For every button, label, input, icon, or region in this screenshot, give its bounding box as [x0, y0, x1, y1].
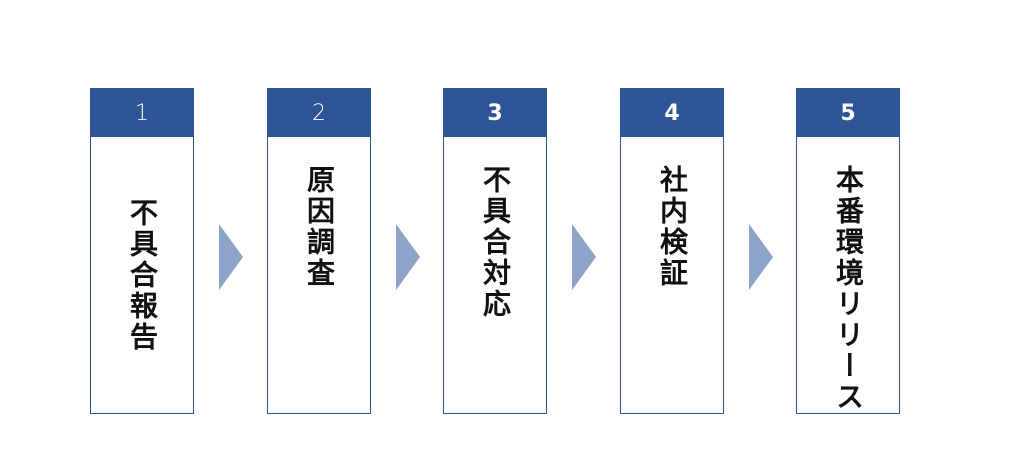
step-2-box: 2 原因調査	[267, 88, 371, 414]
step-5-box: 5 本番環境リリース	[796, 88, 900, 414]
step-1-label: 不具合報告	[126, 197, 159, 353]
step-4-number: 4	[621, 89, 723, 137]
step-5-label: 本番環境リリース	[832, 165, 865, 413]
step-2-body: 原因調査	[268, 137, 370, 413]
step-3-body: 不具合対応	[444, 137, 546, 413]
step-4-box: 4 社内検証	[620, 88, 724, 414]
step-4-body: 社内検証	[621, 137, 723, 413]
step-1-number: 1	[91, 89, 193, 137]
step-4-label: 社内検証	[656, 165, 689, 289]
chevron-right-icon	[219, 224, 243, 290]
step-2-label: 原因調査	[303, 165, 336, 289]
step-3-box: 3 不具合対応	[443, 88, 547, 414]
step-3-label: 不具合対応	[479, 165, 512, 320]
step-1-box: 1 不具合報告	[90, 88, 194, 414]
chevron-right-icon	[396, 224, 420, 290]
step-5-body: 本番環境リリース	[797, 137, 899, 413]
step-3-number: 3	[444, 89, 546, 137]
step-1-body: 不具合報告	[91, 137, 193, 413]
step-2-number: 2	[268, 89, 370, 137]
chevron-right-icon	[749, 224, 773, 290]
chevron-right-icon	[572, 224, 596, 290]
step-5-number: 5	[797, 89, 899, 137]
